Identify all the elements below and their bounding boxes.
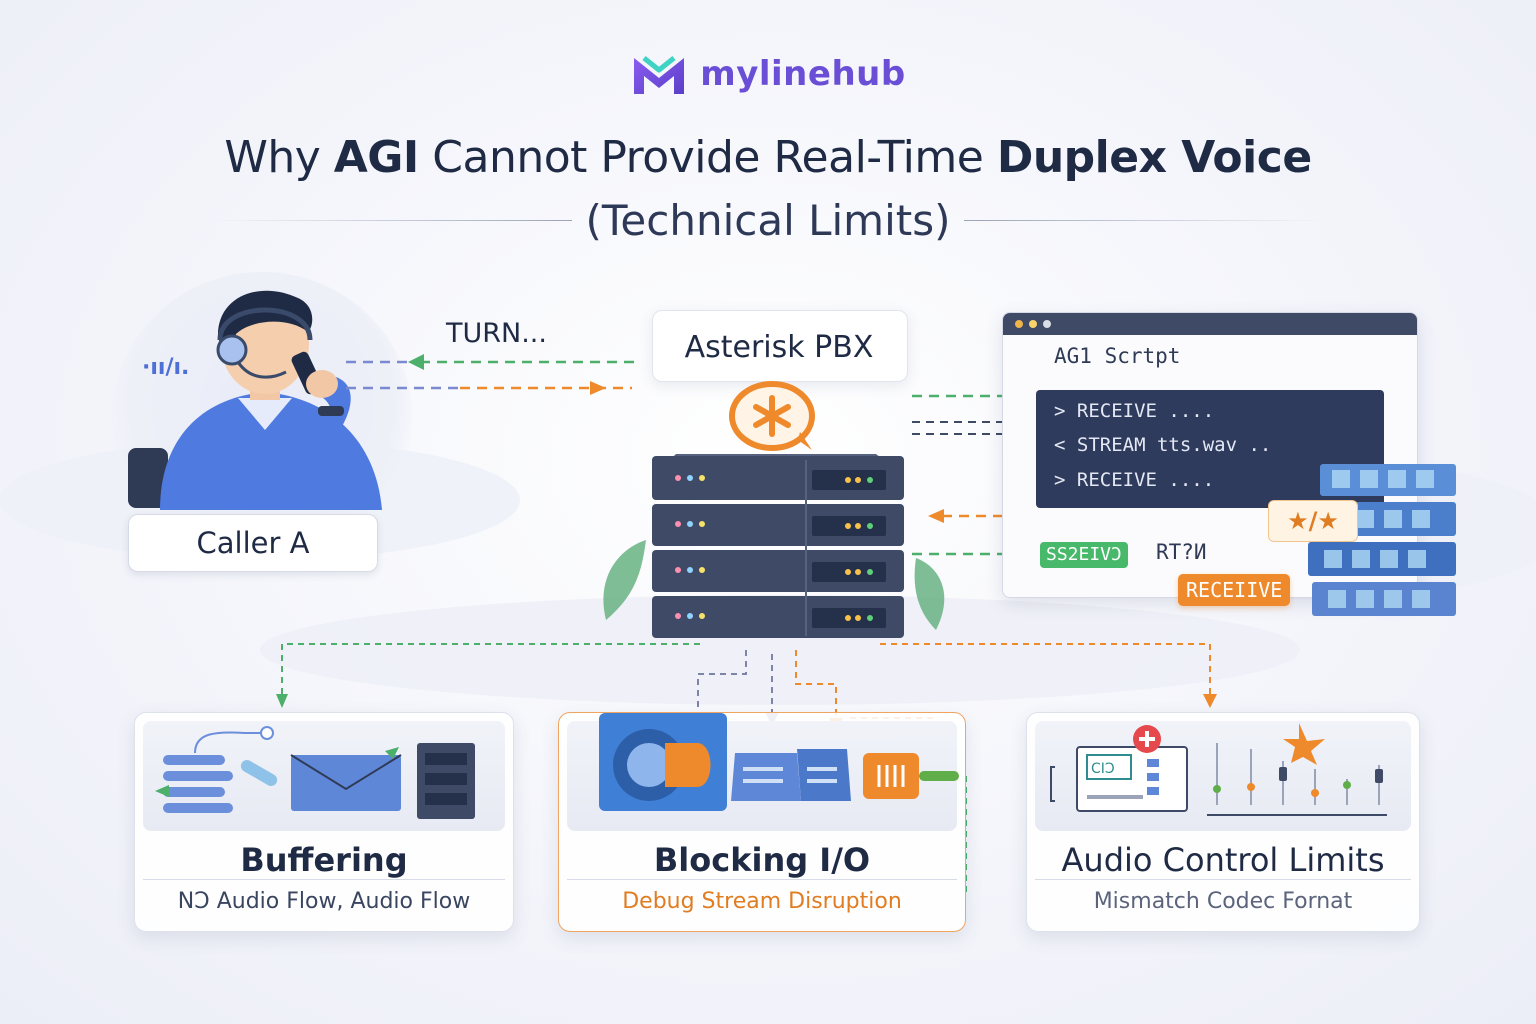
pbx-server-illustration bbox=[603, 381, 945, 638]
window-dot-icon bbox=[1015, 320, 1023, 328]
subtitle-rule-right bbox=[964, 220, 1325, 221]
alert-star-icon bbox=[1283, 723, 1325, 765]
card-subtitle: Mismatch Codec Fornat bbox=[1093, 889, 1353, 914]
caller-pbx-arrows bbox=[346, 354, 636, 395]
blocking-illustration bbox=[599, 713, 959, 811]
terminal-line-3: > RECEIVE .... bbox=[1054, 469, 1215, 491]
window-dot-icon bbox=[1043, 320, 1051, 328]
codec-screen-text: CIƆ bbox=[1091, 761, 1115, 777]
arrow-down-icon bbox=[1203, 694, 1217, 708]
pbx-card bbox=[652, 310, 908, 382]
agi-window-title: AG1 Scrtpt bbox=[1054, 344, 1181, 368]
blocking-io-card: Blocking I/O Debug Stream Disruption bbox=[558, 712, 966, 932]
arrow-right-icon bbox=[590, 381, 606, 395]
envelope-icon bbox=[290, 754, 402, 811]
green-status-badge: SS2EIVƆ bbox=[1040, 542, 1128, 568]
audio-control-card: CIƆ Audio Control Limits Mismatch Codec bbox=[1026, 712, 1420, 932]
caller-label: Caller A bbox=[128, 514, 378, 572]
asterisk-logo-icon bbox=[729, 381, 815, 451]
terminal-line-2: < STREAM tts.wav .. bbox=[1054, 434, 1272, 456]
card-title: Blocking I/O bbox=[653, 841, 871, 879]
terminal-line-1: > RECEIVE .... bbox=[1054, 400, 1215, 422]
voice-wave-icon: ·ıı/ı. bbox=[142, 355, 189, 380]
buffering-card: Buffering NƆ Audio Flow, Audio Flow bbox=[134, 712, 514, 932]
turn-label: TURN... bbox=[446, 318, 547, 349]
pbx-label: Asterisk PBX bbox=[684, 330, 874, 365]
arrow-down-icon bbox=[276, 694, 288, 708]
title-part-3: Cannot Provide Real-Time bbox=[418, 132, 997, 183]
card-subtitle: Debug Stream Disruption bbox=[622, 889, 902, 914]
receive-badge: RECEIIVE bbox=[1178, 574, 1291, 606]
caller-illustration: ·ıı/ı. bbox=[128, 290, 382, 510]
buffering-illustration bbox=[155, 726, 475, 819]
subtitle-rule-left bbox=[211, 220, 572, 221]
card-subtitle: NƆ Audio Flow, Audio Flow bbox=[177, 889, 471, 914]
speaker-icon bbox=[599, 713, 727, 811]
card-divider bbox=[1035, 879, 1411, 880]
brand: mylinehub bbox=[0, 52, 1536, 96]
title-part-4: Duplex Voice bbox=[996, 132, 1312, 183]
rtp-text: RT?И bbox=[1156, 540, 1207, 564]
brand-name: mylinehub bbox=[700, 54, 906, 94]
arrow-left-icon bbox=[928, 509, 944, 523]
data-pipes-icon bbox=[731, 749, 851, 801]
card-title: Buffering bbox=[240, 841, 408, 879]
window-dot-icon bbox=[1029, 320, 1037, 328]
window-titlebar bbox=[1003, 313, 1417, 335]
title-part-2: AGI bbox=[333, 132, 420, 183]
blocking-gate-icon bbox=[863, 753, 959, 799]
page-subtitle: (Technical Limits) bbox=[585, 196, 951, 245]
audio-control-illustration: CIƆ bbox=[1050, 723, 1387, 816]
page-title: Why AGI Cannot Provide Real-Time Duplex … bbox=[0, 132, 1536, 183]
title-part-1: Why bbox=[224, 132, 334, 183]
card-title: Audio Control Limits bbox=[1061, 841, 1385, 879]
codec-screen-icon: CIƆ bbox=[1076, 746, 1188, 812]
error-plus-icon bbox=[1133, 725, 1161, 753]
server-units bbox=[652, 456, 904, 638]
mylinehub-logo-icon bbox=[634, 56, 685, 94]
arrow-left-icon bbox=[408, 354, 424, 370]
card-divider bbox=[567, 879, 957, 880]
star-badge: ★/★ bbox=[1268, 500, 1358, 542]
audio-sliders-icon bbox=[1207, 723, 1387, 816]
server-icon bbox=[417, 743, 475, 819]
card-divider bbox=[143, 879, 505, 880]
subtitle-row: (Technical Limits) bbox=[0, 196, 1536, 245]
